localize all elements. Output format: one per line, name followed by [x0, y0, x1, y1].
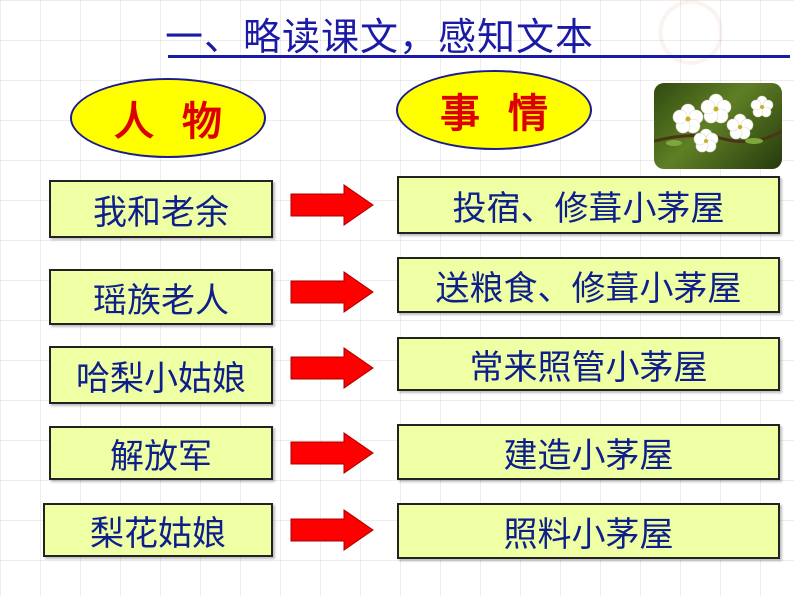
slide-title: 一、略读课文，感知文本 — [165, 15, 595, 59]
person-box: 解放军 — [49, 426, 273, 480]
event-box: 投宿、修葺小茅屋 — [397, 176, 780, 234]
right-arrow-icon — [290, 347, 374, 389]
header-people: 人物 — [70, 78, 266, 158]
person-box: 哈梨小姑娘 — [49, 346, 273, 404]
event-box: 常来照管小茅屋 — [397, 337, 780, 391]
right-arrow-icon — [290, 184, 374, 226]
right-arrow-icon — [290, 271, 374, 313]
person-box: 瑶族老人 — [49, 269, 273, 325]
background-watermark: ◯ — [655, 0, 727, 65]
event-box: 照料小茅屋 — [397, 503, 780, 559]
right-arrow-icon — [290, 432, 374, 474]
pear-blossom-photo — [654, 83, 782, 169]
event-box: 建造小茅屋 — [397, 424, 780, 480]
event-box: 送粮食、修葺小茅屋 — [397, 257, 780, 313]
right-arrow-icon — [290, 509, 374, 551]
title-underline — [168, 55, 790, 58]
person-box: 梨花姑娘 — [43, 503, 273, 557]
header-events: 事情 — [396, 70, 592, 150]
person-box: 我和老余 — [49, 180, 273, 238]
